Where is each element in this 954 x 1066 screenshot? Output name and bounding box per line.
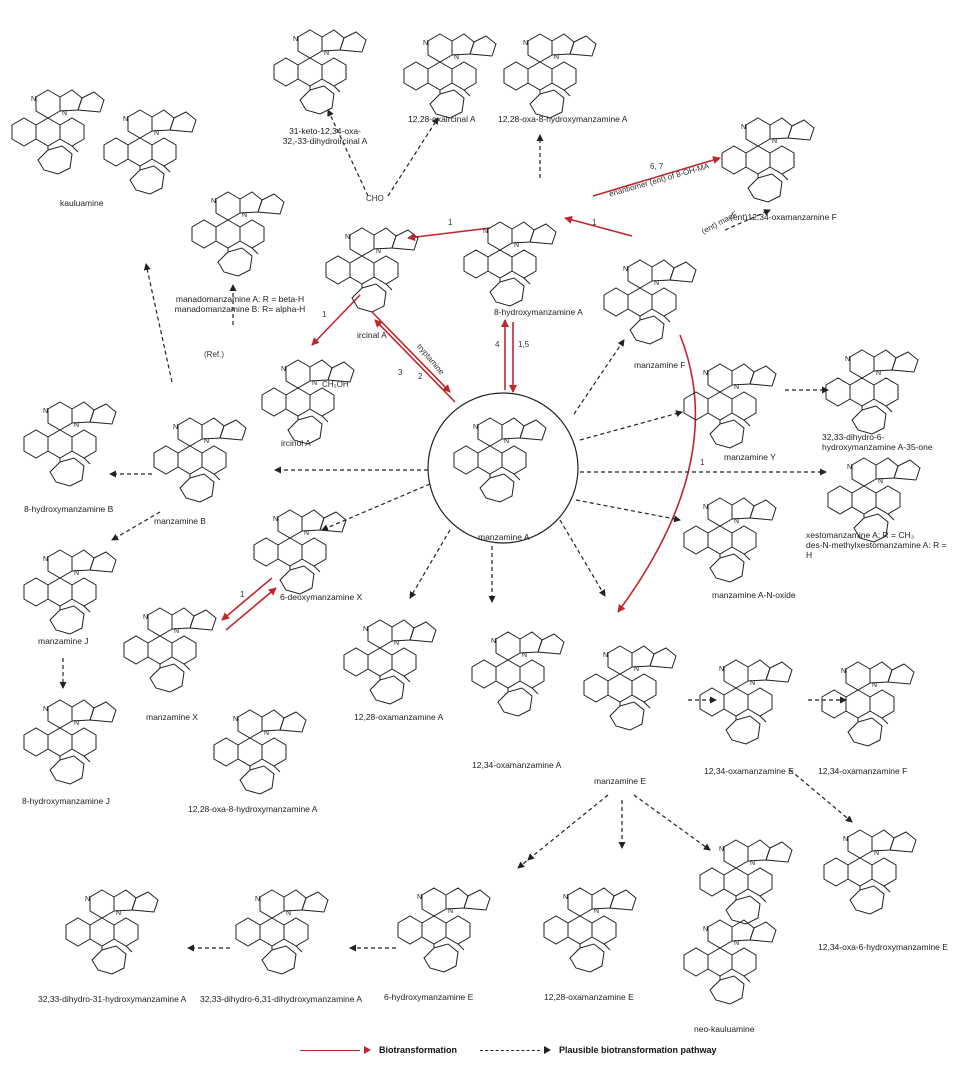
label-oxa1234-e: 12,34-oxamanzamine E xyxy=(704,766,794,776)
arrow-8ohma-to-ircinal xyxy=(407,227,491,242)
label-oxa8oh-top: 12,28-oxa-8-hydroxymanzamine A xyxy=(498,114,628,124)
legend-solid-arrowhead xyxy=(364,1046,371,1054)
label-oxa8oh-bot: 12,28-oxa-8-hydroxymanzamine A xyxy=(188,804,318,814)
arrow-ircinal-to-manzA xyxy=(371,311,451,393)
legend-dashed-line xyxy=(480,1049,540,1051)
label-center-manzamine-a: manzamine A xyxy=(478,532,530,542)
arrow-deoxyX-to-X xyxy=(221,577,273,621)
legend-solid: Biotransformation xyxy=(300,1040,457,1060)
arrow-manzF-to-manzE xyxy=(617,334,697,613)
edge-label-3: 3 xyxy=(398,368,403,377)
label-manadomanzamine: manadomanzamine A: R = beta-H manadomanz… xyxy=(174,294,306,314)
edge-label-4: 4 xyxy=(495,340,500,349)
label-manz-f: manzamine F xyxy=(634,360,686,370)
label-dihydro31: 32,33-dihydro-31-hydroxymanzamine A xyxy=(38,994,187,1004)
arrow-ircinal-to-ircinol xyxy=(311,294,361,346)
label-dihydro-y: 32,33-dihydro-6-hydroxymanzamine A-35-on… xyxy=(822,432,933,452)
atom-label-cho: CHO xyxy=(366,194,384,203)
label-ent-oxaF: (ent)12,34-oxamanzamine F xyxy=(730,212,837,222)
edge-label-1e: 1 xyxy=(240,590,245,599)
center-circle xyxy=(427,392,579,544)
edge-label-1c: 1 xyxy=(322,310,327,319)
label-oxaircinal: 12,28-oxaircinal A xyxy=(408,114,476,124)
label-oxa1228-e: 12,28-oxamanzamine E xyxy=(544,992,634,1002)
label-6oh-e: 6-hydroxymanzamine E xyxy=(384,992,474,1002)
label-oxa1234-f: 12,34-oxamanzamine F xyxy=(818,766,908,776)
label-deoxy-x: 6-deoxymanzamine X xyxy=(280,592,363,602)
label-keto-ircinal: 31-keto-12,34-oxa-32,-33-dihydroircinal … xyxy=(282,126,368,146)
label-oxa1234: 12,34-oxamanzamine A xyxy=(472,760,562,770)
label-manz-b: manzamine B xyxy=(154,516,206,526)
label-neo-kauluamine: neo-kauluamine xyxy=(694,1024,755,1034)
label-dihydro631: 32,33-dihydro-6,31-dihydroxymanzamine A xyxy=(200,994,363,1004)
structure-kauluamine xyxy=(11,89,105,175)
label-manz-j: manzamine J xyxy=(38,636,89,646)
label-manz-x: manzamine X xyxy=(146,712,198,722)
legend-solid-line xyxy=(300,1049,360,1051)
edge-label-2: 2 xyxy=(418,372,423,381)
label-8oh-ma: 8-hydroxymanzamine A xyxy=(494,307,583,317)
label-oxa1228: 12,28-oxamanzamine A xyxy=(354,712,444,722)
label-oxa6oh-e: 12,34-oxa-6-hydroxymanzamine E xyxy=(818,942,948,952)
atom-label-ch2oh: CH₂OH xyxy=(322,380,349,389)
arrow-8ohma-to-entoxaF xyxy=(592,156,721,197)
arrow-manzF-to-8ohma xyxy=(564,215,633,237)
edge-label-1d: 1 xyxy=(700,458,705,467)
label-manz-y: manzamine Y xyxy=(724,452,776,462)
center-structure xyxy=(453,417,547,503)
label-xesto: xestomanzamine A: R = CH₃ des-N-methylxe… xyxy=(806,530,947,560)
edge-label-1b: 1 xyxy=(592,218,597,227)
label-ircinal-a: ircinal A xyxy=(357,330,387,340)
label-8oh-mj: 8-hydroxymanzamine J xyxy=(22,796,110,806)
edge-label-15: 1,5 xyxy=(518,340,530,349)
label-8oh-mb: 8-hydroxymanzamine B xyxy=(24,504,114,514)
arrow-X-to-deoxyX xyxy=(225,587,277,631)
legend-solid-text: Biotransformation xyxy=(379,1045,458,1055)
label-ircinol-a: ircinol A xyxy=(281,438,311,448)
edge-label-ref: (Ref.) xyxy=(204,350,224,359)
edge-label-1a: 1 xyxy=(448,218,453,227)
label-kauluamine: kauluamine xyxy=(60,198,104,208)
label-manz-e: manzamine E xyxy=(594,776,646,786)
edge-label-67: 6, 7 xyxy=(650,162,664,171)
label-manz-a-noxide: manzamine A-N-oxide xyxy=(712,590,796,600)
arrow-manzA-to-ircinal xyxy=(374,319,456,403)
legend-dashed-arrowhead xyxy=(544,1046,551,1054)
legend: Biotransformation Plausible biotransform… xyxy=(300,1040,720,1062)
legend-dashed: Plausible biotransformation pathway xyxy=(480,1040,717,1060)
legend-dashed-text: Plausible biotransformation pathway xyxy=(559,1045,717,1055)
